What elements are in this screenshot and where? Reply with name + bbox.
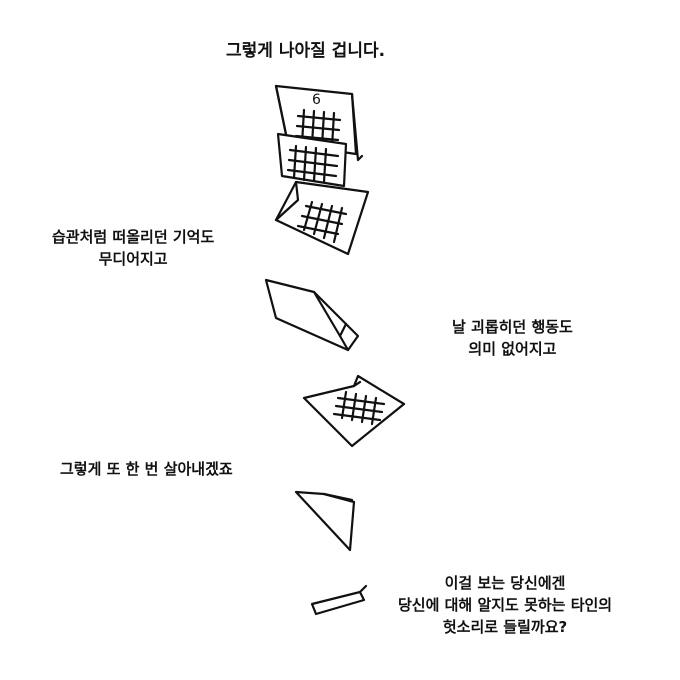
- comic-title: 그렇게 나아질 겁니다.: [226, 40, 385, 62]
- caption-memory: 습관처럼 떠올리던 기억도 무디어지고: [52, 226, 214, 270]
- calendar-page-second: [276, 132, 348, 188]
- caption-live-again-line-1: 그렇게 또 한 번 살아내겠죠: [60, 460, 233, 478]
- calendar-page-third: [274, 180, 370, 256]
- caption-actions-line-2: 의미 없어지고: [468, 340, 557, 358]
- folded-page: [264, 278, 360, 352]
- narrow-page: [294, 490, 356, 552]
- calendar-page-small: [302, 374, 406, 448]
- calendar-number: 6: [312, 92, 321, 108]
- caption-memory-line-1: 습관처럼 떠올리던 기억도: [52, 228, 215, 246]
- title-text: 그렇게 나아질 겁니다.: [226, 41, 386, 61]
- caption-memory-line-2: 무디어지고: [98, 250, 168, 268]
- caption-question: 이걸 보는 당신에겐 당신에 대해 알지도 못하는 타인의 헛소리로 들릴까요?: [398, 572, 612, 638]
- caption-question-line-1: 이걸 보는 당신에겐: [444, 574, 566, 592]
- tiny-page-strip: [310, 584, 368, 616]
- caption-question-line-2: 당신에 대해 알지도 못하는 타인의: [398, 596, 613, 614]
- caption-actions-line-1: 날 괴롭히던 행동도: [452, 318, 573, 336]
- caption-actions: 날 괴롭히던 행동도 의미 없어지고: [452, 316, 573, 360]
- caption-question-line-3: 헛소리로 들릴까요?: [442, 618, 568, 636]
- caption-live-again: 그렇게 또 한 번 살아내겠죠: [60, 458, 233, 480]
